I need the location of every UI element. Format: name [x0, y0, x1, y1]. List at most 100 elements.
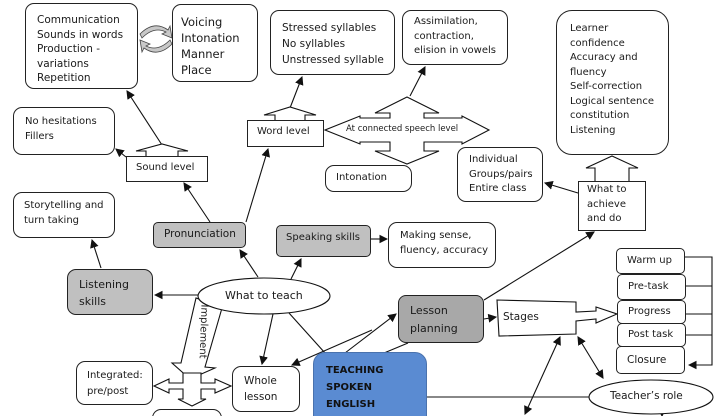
arrow-word-to-syllables [289, 75, 304, 109]
teachers-role-ellipse [588, 379, 714, 415]
text-line: Communication [37, 14, 120, 26]
node-grouping: Individual Groups/pairs Entire class [457, 147, 543, 202]
node-lesson-planning: Lesson planning [398, 295, 484, 343]
text-line: Production - [37, 43, 100, 55]
arrow-teach-to-pronunciation [239, 249, 259, 278]
stage-warm-up: Warm up [616, 248, 685, 274]
text-line: Speaking skills [286, 232, 360, 243]
node-communication: Communication Sounds in words Production… [25, 3, 138, 89]
block-arrow-word-up [263, 106, 317, 121]
node-voicing: Voicing Intonation Manner Place [172, 4, 258, 82]
stage-pre-task: Pre-task [617, 274, 686, 300]
text-line: No syllables [282, 38, 346, 50]
node-assimilation: Assimilation, contraction, elision in vo… [402, 10, 508, 65]
text-line: SPOKEN [326, 382, 372, 393]
node-integrated: Integrated: pre/post [76, 361, 153, 405]
text-line: Integrated: [87, 370, 143, 381]
block-arrow-achieve-up [585, 155, 639, 182]
arrow-sound-to-hesitations [115, 148, 127, 158]
text-line: Unstressed syllable [282, 54, 384, 66]
text-line: Pronunciation [164, 228, 236, 240]
text-line: Repetition [37, 72, 91, 84]
arrow-achieve-to-grouping [543, 181, 579, 194]
text-line: Sound level [136, 162, 195, 173]
text-line: Intonation [336, 172, 387, 183]
line-teach-to-teaching [288, 312, 326, 354]
arrow-pron-to-sound [183, 182, 211, 223]
arrow-teaching-to-whole [290, 329, 373, 366]
cycle-arrows-icon [139, 24, 173, 54]
arrow-connected-to-assimilation [409, 66, 426, 97]
node-teaching-spoken-english: TEACHING SPOKEN ENGLISH [313, 352, 427, 416]
text-line: fluency, accuracy [400, 244, 489, 256]
text-line: Word level [257, 126, 310, 137]
arrow-teaching-to-lesson [344, 313, 397, 354]
text-line: elision in vowels [414, 45, 496, 56]
text-line: Intonation [181, 31, 240, 45]
arrow-teach-to-whole [259, 313, 274, 366]
text-line: Manner [181, 47, 225, 61]
node-whole-lesson: Whole lesson [232, 366, 300, 412]
node-syllables: Stressed syllables No syllables Unstress… [270, 10, 395, 75]
arrow-teach-to-speaking [290, 258, 302, 280]
text-line: Sounds in words [37, 28, 124, 41]
text-line: Fillers [25, 130, 54, 142]
arrow-listening-to-storytelling [90, 238, 102, 269]
node-storytelling: Storytelling and turn taking [13, 192, 115, 238]
text-line: Groups/pairs [469, 168, 533, 180]
block-arrow-stages-right [496, 299, 619, 337]
node-word-level: Word level [247, 120, 324, 147]
text-line: Listening [79, 278, 129, 291]
text-line: ENGLISH [326, 399, 376, 410]
text-line: Entire class [469, 183, 527, 194]
label-implement: Implement [196, 304, 210, 359]
node-making-sense: Making sense, fluency, accuracy [388, 222, 496, 268]
label-what-to-teach: What to teach [225, 289, 303, 302]
text-line: Post task [628, 329, 674, 340]
node-intonation: Intonation [325, 165, 412, 192]
text-line: Voicing [181, 15, 223, 29]
arrow-lesson-to-achieve [483, 231, 595, 301]
stage-closure: Closure [616, 346, 685, 374]
text-line: Progress [628, 306, 671, 317]
text-line: variations [37, 57, 89, 70]
four-way-arrow-connected [323, 96, 491, 165]
node-cut-off [152, 409, 222, 416]
stage-post-task: Post task [617, 323, 686, 347]
text-line: Assimilation, [414, 16, 478, 27]
text-line: What to [587, 184, 627, 195]
label-stages: Stages [503, 311, 539, 323]
line-lesson-to-teaching [383, 342, 409, 354]
text-line: Warm up [627, 255, 672, 266]
text-line: Listening [570, 124, 616, 136]
text-line: Logical sentence [570, 95, 654, 107]
node-speaking-skills: Speaking skills [276, 225, 371, 257]
text-line: pre/post [87, 386, 129, 397]
arrow-lesson-to-stages [483, 313, 498, 323]
text-line: Place [181, 63, 212, 77]
label-teachers-role: Teacher’s role [610, 390, 683, 402]
double-arrow-stages-down [524, 335, 561, 416]
double-arrow-stages-role [577, 336, 604, 379]
text-line: Lesson [410, 304, 448, 317]
text-line: Pre-task [628, 281, 669, 292]
text-line: contraction, [414, 30, 474, 42]
arrow-sound-to-communication [126, 90, 163, 146]
text-line: turn taking [24, 214, 80, 226]
text-line: constitution [570, 110, 630, 121]
text-line: Individual [469, 154, 518, 165]
node-hesitations: No hesitations Fillers [13, 107, 115, 155]
text-line: No hesitations [25, 116, 97, 127]
text-line: Closure [627, 354, 667, 366]
what-to-teach-ellipse [197, 277, 331, 315]
text-line: Stressed syllables [282, 22, 377, 34]
node-learner-goals: Learner confidence Accuracy and fluency … [556, 10, 669, 155]
four-way-arrow-integrated [152, 372, 233, 407]
text-line: Accuracy and [570, 52, 638, 63]
stage-progress: Progress [617, 300, 686, 324]
node-what-to-achieve: What to achieve and do [578, 181, 646, 231]
text-line: Self-correction [570, 81, 643, 92]
text-line: planning [410, 322, 458, 335]
